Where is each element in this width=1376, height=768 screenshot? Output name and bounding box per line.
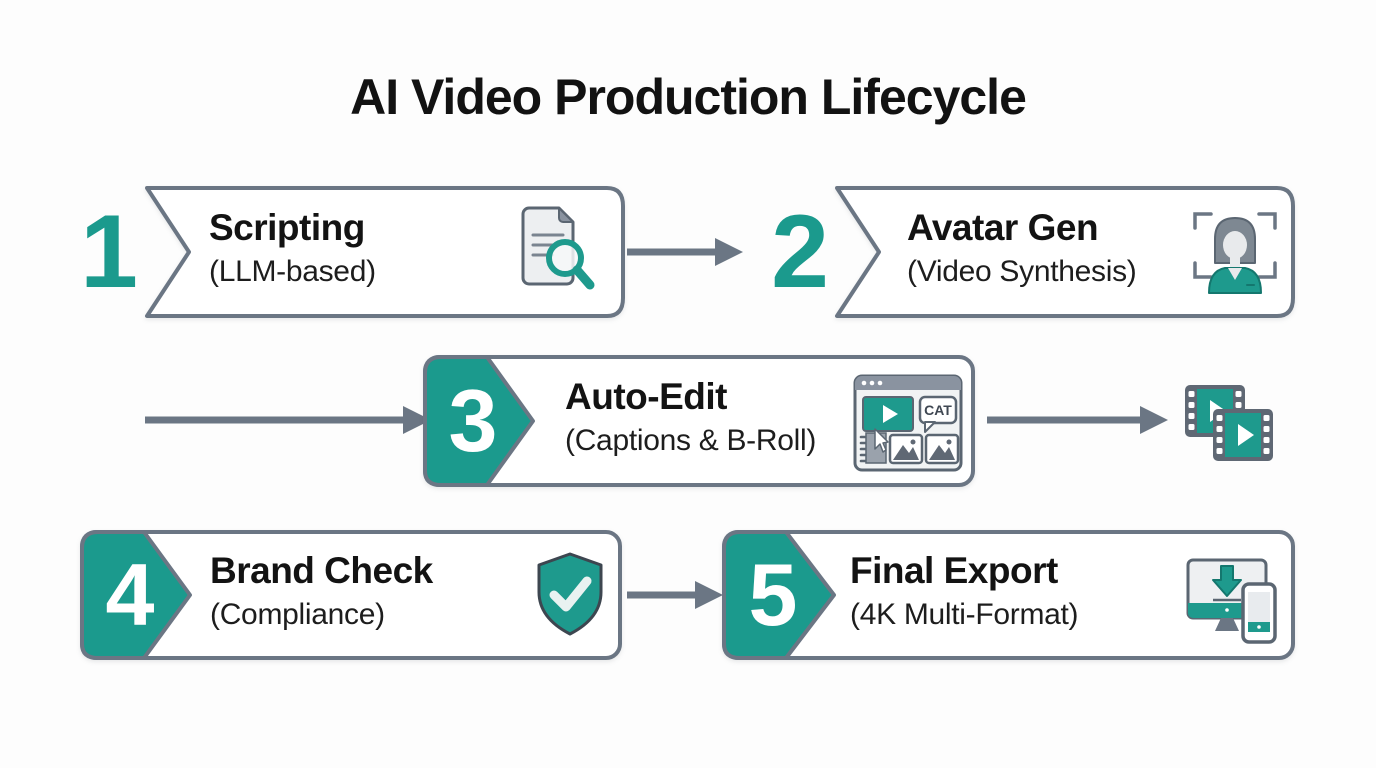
step-5-sublabel: (4K Multi-Format) [850, 598, 1079, 631]
step-2-card-outline [835, 186, 1295, 318]
arrow-into-step3-icon [145, 406, 431, 434]
step-5-card: 5 Final Export (4K Multi-Format) [722, 530, 1295, 660]
step-5-label: Final Export [850, 550, 1058, 591]
shield-check-icon [530, 550, 610, 640]
step-3-card: 3 Auto-Edit (Captions & B-Roll) CAT [423, 355, 975, 487]
step-4-card-outline [80, 530, 622, 660]
step-2-number: 2 [771, 194, 829, 310]
arrow-step4-to-step5-icon [627, 581, 723, 609]
step-4-number: 4 [105, 545, 155, 644]
step-2-label: Avatar Gen [907, 207, 1099, 248]
video-editor-icon: CAT [852, 371, 964, 475]
step-1-card-outline [145, 186, 625, 318]
caption-bubble-text: CAT [924, 402, 952, 418]
step-1-number: 1 [80, 194, 138, 310]
step-3-card-outline [423, 355, 975, 487]
step-2-sublabel: (Video Synthesis) [907, 255, 1137, 288]
avatar-scan-icon [1185, 201, 1285, 301]
step-2-card: Avatar Gen (Video Synthesis) [835, 186, 1295, 318]
step-1-label: Scripting [209, 207, 365, 248]
step-5-card-outline [722, 530, 1295, 660]
step-4-label: Brand Check [210, 550, 433, 591]
step-1-sublabel: (LLM-based) [209, 255, 376, 288]
step-3-sublabel: (Captions & B-Roll) [565, 424, 817, 457]
arrow-step3-to-output-icon [987, 406, 1168, 434]
page-title: AI Video Production Lifecycle [350, 69, 1027, 125]
step-4-card: 4 Brand Check (Compliance) [80, 530, 622, 660]
step-3-number: 3 [448, 371, 498, 470]
arrow-step1-to-step2-icon [627, 238, 743, 266]
document-search-icon [505, 202, 605, 302]
step-4-sublabel: (Compliance) [210, 598, 385, 631]
film-clips-icon [1183, 383, 1278, 465]
step-5-number: 5 [748, 545, 798, 644]
devices-export-icon [1185, 554, 1285, 648]
step-1-card: Scripting (LLM-based) [145, 186, 625, 318]
step-3-label: Auto-Edit [565, 376, 727, 417]
